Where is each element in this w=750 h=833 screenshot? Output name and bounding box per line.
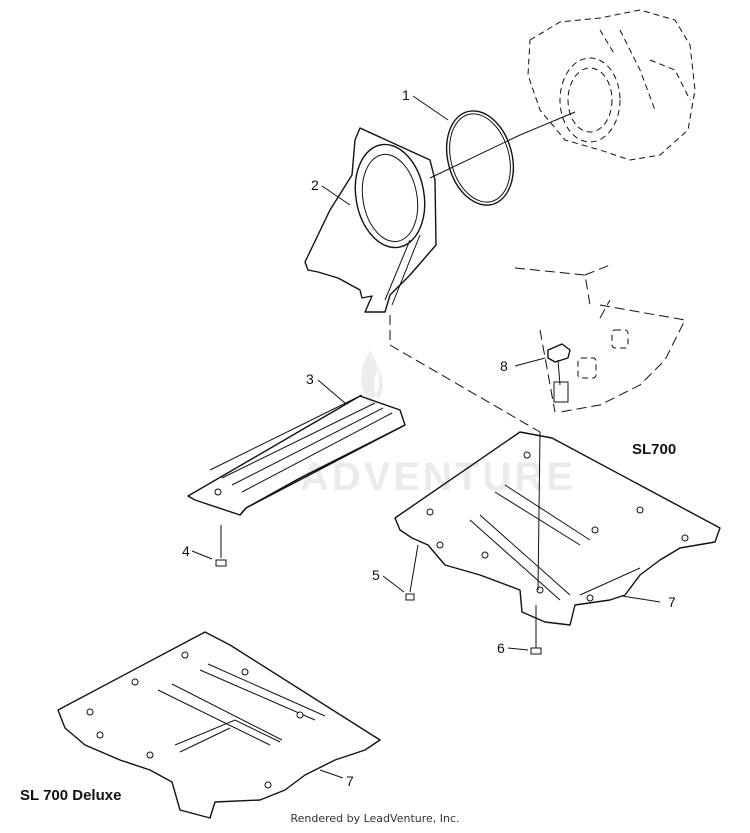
callout-7-deluxe: 7 xyxy=(346,773,354,789)
bolt-part-6 xyxy=(530,647,542,655)
variant-label-sl700: SL700 xyxy=(632,441,676,458)
callout-4: 4 xyxy=(182,543,190,559)
callout-7-sl700: 7 xyxy=(668,594,676,610)
callout-8: 8 xyxy=(500,358,508,374)
adapter-plate-part-2 xyxy=(304,127,437,313)
alignment-lines xyxy=(389,315,541,648)
engine-housing xyxy=(527,9,696,161)
air-intake-box xyxy=(514,264,686,413)
render-credit: Rendered by LeadVenture, Inc. xyxy=(290,812,460,825)
bolt-part-5 xyxy=(405,593,415,601)
skid-plate-deluxe xyxy=(57,631,381,819)
bolt-part-4 xyxy=(215,525,227,567)
variant-label-deluxe: SL 700 Deluxe xyxy=(20,787,121,804)
callout-1: 1 xyxy=(402,87,410,103)
o-ring-part-1 xyxy=(445,110,515,206)
fastener-part-8 xyxy=(547,343,571,403)
duct-part-3 xyxy=(187,394,406,516)
callout-5: 5 xyxy=(372,567,380,583)
skid-plate-sl700 xyxy=(394,431,721,626)
callout-2: 2 xyxy=(311,177,319,193)
watermark: ADVENTURE xyxy=(300,350,576,499)
watermark-text: ADVENTURE xyxy=(300,455,576,499)
callout-3: 3 xyxy=(306,371,314,387)
callout-6: 6 xyxy=(497,640,505,656)
leader-lines xyxy=(191,95,661,779)
